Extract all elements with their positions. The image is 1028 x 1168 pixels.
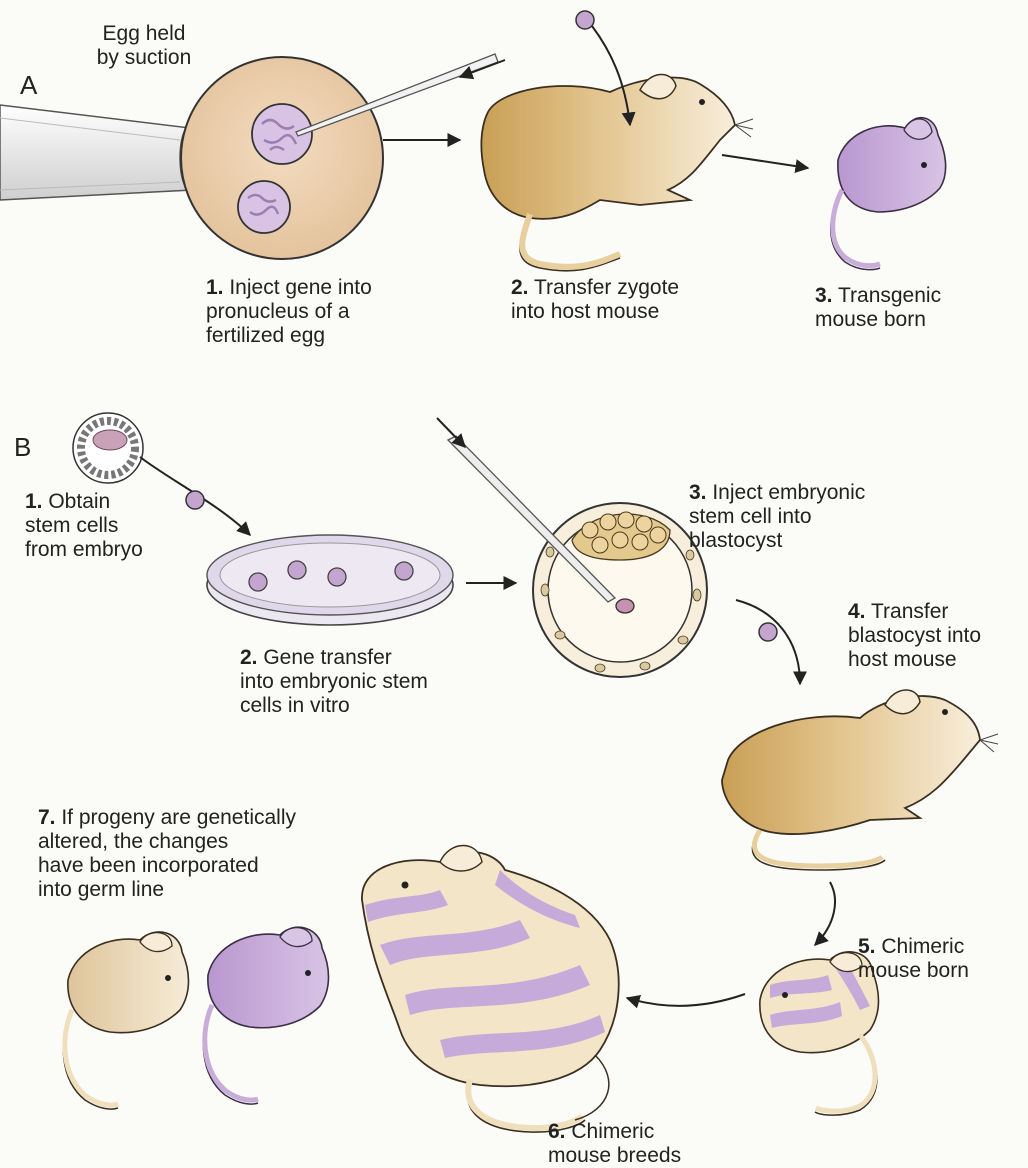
egg-held-label: Egg held by suction (74, 22, 214, 70)
step-b1-label: 1. Obtain stem cells from embryo (25, 490, 195, 562)
step-b6-label: 6. Chimeric mouse breeds (548, 1120, 728, 1168)
progeny-mouse-purple (203, 927, 328, 1104)
transgenic-mouse (831, 118, 946, 270)
arrow-b5 (627, 994, 745, 1006)
step-b2-label: 2. Gene transfer into embryonic stem cel… (240, 646, 500, 718)
arrow-a2 (722, 155, 808, 168)
step-b5-label: 5. Chimeric mouse born (858, 935, 1018, 983)
step-b4-label: 4. Transfer blastocyst into host mouse (848, 600, 1023, 672)
step-a3-label: 3. Transgenic mouse born (815, 284, 995, 332)
blastocyst-dot (759, 623, 777, 641)
blastocyst (533, 503, 707, 677)
embryo (73, 413, 143, 483)
step-b3-label: 3. Inject embryonic stem cell into blast… (689, 481, 909, 553)
petri-dish (207, 535, 453, 625)
section-a-letter: A (20, 70, 37, 101)
chimeric-mouse-adult (362, 846, 619, 1133)
progeny-mouse-tan (63, 932, 188, 1109)
step-b7-label: 7. If progeny are genetically altered, t… (38, 806, 358, 902)
holding-pipette (0, 105, 198, 200)
host-mouse-b (722, 690, 998, 870)
section-b-letter: B (14, 432, 31, 463)
step-a2-label: 2. Transfer zygote into host mouse (511, 276, 731, 324)
arrow-b3 (736, 600, 800, 684)
arrow-b4 (815, 882, 835, 945)
host-mouse-a (481, 74, 753, 270)
fertilized-egg (181, 57, 383, 259)
step-a1-label: 1. Inject gene into pronucleus of a fert… (206, 276, 426, 348)
zygote-dot (576, 11, 594, 29)
